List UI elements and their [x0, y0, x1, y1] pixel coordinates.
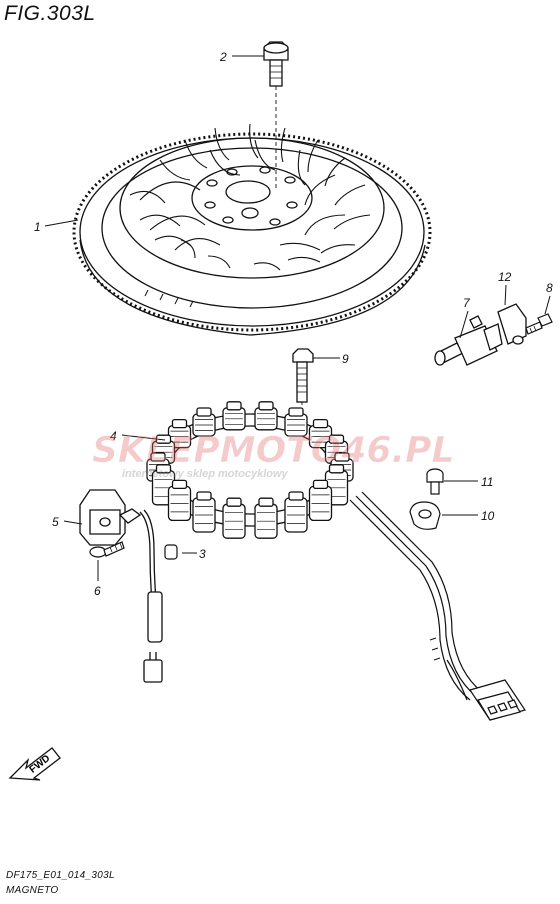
stator-coils: [146, 401, 354, 539]
watermark-subtitle: internetowy sklep motocyklowy: [122, 468, 289, 480]
callout-6: 6: [94, 584, 101, 598]
stator-coil: [222, 401, 246, 431]
diagram-code: DF175_E01_014_303L: [6, 870, 115, 881]
flywheel-bolt: [263, 41, 289, 190]
clamp-bolt: [426, 468, 444, 495]
leader-lines: [44, 55, 551, 581]
stator-coil: [254, 497, 278, 539]
pulser-coil: [79, 489, 163, 683]
stator-bolt: [292, 348, 314, 418]
callout-10: 10: [481, 509, 495, 523]
sensor-bracket: [497, 303, 527, 345]
callout-1: 1: [34, 220, 41, 234]
diagram-name: MAGNETO: [6, 885, 59, 896]
figure-title: FIG.303L: [4, 2, 96, 25]
callout-4: 4: [110, 429, 117, 443]
stator-coil: [222, 497, 246, 539]
clamp: [409, 501, 441, 530]
stator-coil: [284, 407, 308, 437]
watermark: SKLEPMOTO46.PL internetowy sklep motocyk…: [92, 430, 455, 480]
stator-coil: [254, 401, 278, 431]
stator-coil: [167, 418, 192, 449]
stator-coil: [284, 491, 308, 533]
stator-harness: [349, 491, 526, 721]
stator-coil: [308, 479, 333, 522]
callout-9: 9: [342, 352, 349, 366]
callout-11: 11: [481, 475, 493, 489]
callout-3: 3: [199, 547, 206, 561]
pulser-screw: [89, 541, 125, 558]
callout-8: 8: [546, 281, 553, 295]
watermark-brand: SKLEPMOTO46.PL: [92, 430, 454, 471]
callout-7: 7: [463, 296, 471, 310]
callout-12: 12: [498, 270, 512, 284]
callout-5: 5: [52, 515, 59, 529]
flywheel: [72, 123, 432, 336]
stator: [146, 401, 354, 539]
key: [164, 544, 178, 560]
stator-coil: [167, 479, 192, 522]
callout-numbers: 1 2 3 4 5 6 7 8 9 10 11 12: [34, 50, 553, 598]
crank-position-sensor: [434, 315, 503, 366]
fwd-arrow: FWD: [8, 747, 61, 781]
stator-coil: [192, 407, 216, 437]
stator-coil: [192, 491, 216, 533]
sensor-screw: [525, 313, 553, 335]
callout-2: 2: [219, 50, 227, 64]
